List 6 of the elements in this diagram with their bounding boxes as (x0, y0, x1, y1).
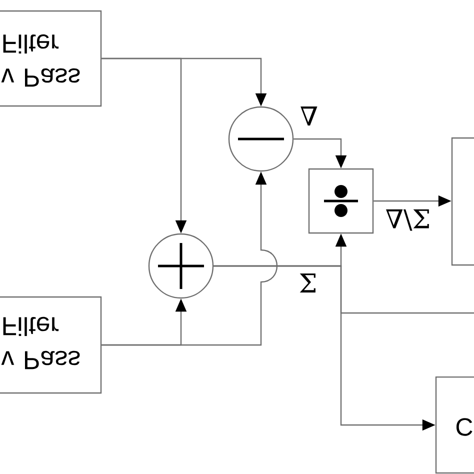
block-box (451, 137, 474, 266)
line (214, 265, 474, 314)
block-box: C (435, 376, 474, 474)
edge-label: ∇ (300, 106, 318, 126)
edge-label: ∇\Σ (386, 209, 429, 231)
edge-label: Σ (300, 274, 316, 292)
